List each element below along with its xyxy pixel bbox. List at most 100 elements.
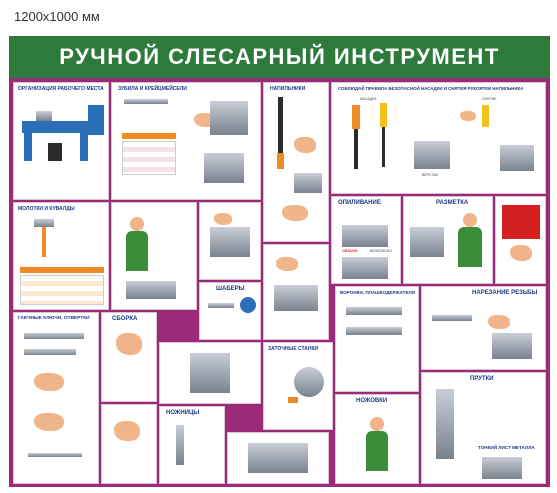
panel-workplace: ОРГАНИЗАЦИЯ РАБОЧЕГО МЕСТА: [13, 82, 109, 200]
prohibition-sign: [240, 297, 256, 313]
vise-illustration: [414, 141, 450, 169]
wrench-illustration: [24, 333, 84, 339]
file-illustration: [354, 129, 358, 169]
caption-filing: ОПИЛИВАНИЕ: [338, 200, 381, 206]
cabinet-illustration: [88, 105, 104, 135]
poster-title: РУЧНОЙ СЛЕСАРНЫЙ ИНСТРУМЕНТ: [59, 44, 500, 69]
caption-workplace: ОРГАНИЗАЦИЯ РАБОЧЕГО МЕСТА: [18, 86, 104, 92]
panel-hammers: МОЛОТКИ И КУВАЛДЫ: [13, 202, 109, 310]
spark-illustration: [288, 397, 298, 403]
caption-files: НАПИЛЬНИКИ: [270, 86, 306, 92]
worker-head: [130, 217, 144, 231]
vise-illustration: [36, 111, 52, 121]
panel-cutting-sheet: [227, 432, 329, 484]
hand-illustration: [34, 413, 64, 431]
panel-shears: НОЖНИЦЫ: [159, 406, 225, 484]
panel-marking: РАЗМЕТКА: [403, 196, 493, 284]
caption-scrapers: ШАБЕРЫ: [216, 286, 245, 292]
press-illustration: [190, 353, 230, 393]
workbench-illustration: [22, 121, 92, 133]
press-illustration: [436, 389, 454, 459]
vise-illustration: [342, 257, 388, 279]
vise-illustration: [210, 227, 250, 257]
caption-grinders: ЗАТОЧНЫЕ СТАНКИ: [268, 346, 319, 352]
warning-sign-illustration: [502, 205, 540, 239]
workpiece-illustration: [210, 101, 248, 135]
workpiece-illustration: [294, 173, 322, 193]
panel-wrenches: ГАЕЧНЫЕ КЛЮЧИ, ОТВЕРТКИ: [13, 312, 99, 484]
shears-illustration: [176, 425, 184, 465]
screwdriver-illustration: [28, 453, 82, 457]
worker-illustration: [458, 227, 482, 267]
hand-illustration: [116, 333, 142, 355]
worker-illustration: [366, 431, 388, 471]
file-illustration: [382, 127, 385, 167]
hand-illustration: [282, 205, 308, 221]
vise-illustration: [204, 153, 244, 183]
panel-assembly: СБОРКА: [101, 312, 157, 402]
caption-shears: НОЖНИЦЫ: [166, 410, 200, 416]
worker-head: [463, 213, 477, 227]
worker-head: [370, 417, 384, 431]
spec-table: [20, 275, 104, 305]
panel-warning: [495, 196, 546, 284]
chisel-illustration: [124, 99, 168, 104]
hammer-handle: [42, 227, 46, 257]
caption-funnels: ВОРОНКИ, ПЛАШКОДЕРЖАТЕЛИ: [340, 290, 416, 295]
vise-illustration: [500, 145, 534, 171]
panel-funnels: ВОРОНКИ, ПЛАШКОДЕРЖАТЕЛИ: [335, 286, 419, 392]
panel-cutting: [199, 202, 261, 280]
caption-wrenches: ГАЕЧНЫЕ КЛЮЧИ, ОТВЕРТКИ: [18, 316, 90, 321]
poster-board: РУЧНОЙ СЛЕСАРНЫЙ ИНСТРУМЕНТ ОРГАНИЗАЦИЯ …: [9, 36, 550, 487]
workbench-leg: [80, 133, 88, 161]
spec-table: [122, 141, 176, 175]
hand-illustration: [510, 245, 532, 261]
tap-wrench-illustration: [432, 315, 472, 321]
caption-hacksaws: НОЖОВКИ: [356, 398, 388, 404]
caption-handles: СОБЛЮДАЙ ПРАВИЛА БЕЗОПАСНОЙ НАСАДКИ И СН…: [338, 86, 524, 91]
scraper-illustration: [208, 303, 234, 308]
file-handle: [482, 105, 489, 127]
table-header: [122, 133, 176, 139]
size-label: 1200x1000 мм: [14, 9, 100, 24]
panel-threading: НАРЕЗАНИЕ РЕЗЬБЫ: [421, 286, 546, 370]
die-holder-illustration: [346, 327, 402, 335]
vise-illustration: [274, 285, 318, 311]
panel-presses: ПРУТКИ ТОНКИЙ ЛИСТ МЕТАЛЛА: [421, 372, 546, 484]
hand-illustration: [294, 137, 316, 153]
file-handle: [380, 103, 387, 127]
table-header: [20, 267, 104, 273]
panel-handles: СОБЛЮДАЙ ПРАВИЛА БЕЗОПАСНОЙ НАСАДКИ И СН…: [331, 82, 546, 194]
caption-marking: РАЗМЕТКА: [436, 200, 469, 206]
hand-illustration: [488, 315, 510, 329]
panel-grinders: ЗАТОЧНЫЕ СТАНКИ: [263, 342, 333, 430]
grinding-wheel: [294, 367, 324, 397]
title-bar: РУЧНОЙ СЛЕСАРНЫЙ ИНСТРУМЕНТ: [9, 36, 550, 78]
label-handle-right: СНЯТИЕ: [482, 97, 497, 101]
hammer-head: [34, 219, 54, 227]
hand-illustration: [34, 373, 64, 391]
label-handle-left: НАСАДКА: [360, 97, 377, 101]
file-handle: [352, 105, 360, 129]
panel-press: [159, 342, 261, 404]
file-illustration: [278, 97, 283, 153]
panel-striking: [111, 202, 197, 310]
caption-threading: НАРЕЗАНИЕ РЕЗЬБЫ: [472, 290, 538, 296]
panel-chisels: ЗУБИЛА И КРЕЙЦМЕЙСЕЛИ: [111, 82, 261, 200]
vise-illustration: [342, 225, 388, 247]
panel-scrapers: ШАБЕРЫ: [199, 282, 261, 340]
stool-illustration: [48, 143, 62, 161]
panel-screwdriving: [101, 404, 157, 484]
wrench-illustration: [24, 349, 76, 355]
workbench-leg: [24, 133, 32, 161]
workpiece-illustration: [248, 443, 308, 473]
anvil-illustration: [126, 281, 176, 299]
label-vise: ВЕРСТАК: [422, 173, 438, 177]
caption-assembly: СБОРКА: [112, 316, 138, 322]
worker-illustration: [126, 231, 148, 271]
panel-drilling: [263, 244, 329, 340]
plate-illustration: [410, 227, 444, 257]
hand-illustration: [214, 213, 232, 225]
caption-chisels: ЗУБИЛА И КРЕЙЦМЕЙСЕЛИ: [118, 86, 187, 92]
hand-illustration: [276, 257, 298, 271]
